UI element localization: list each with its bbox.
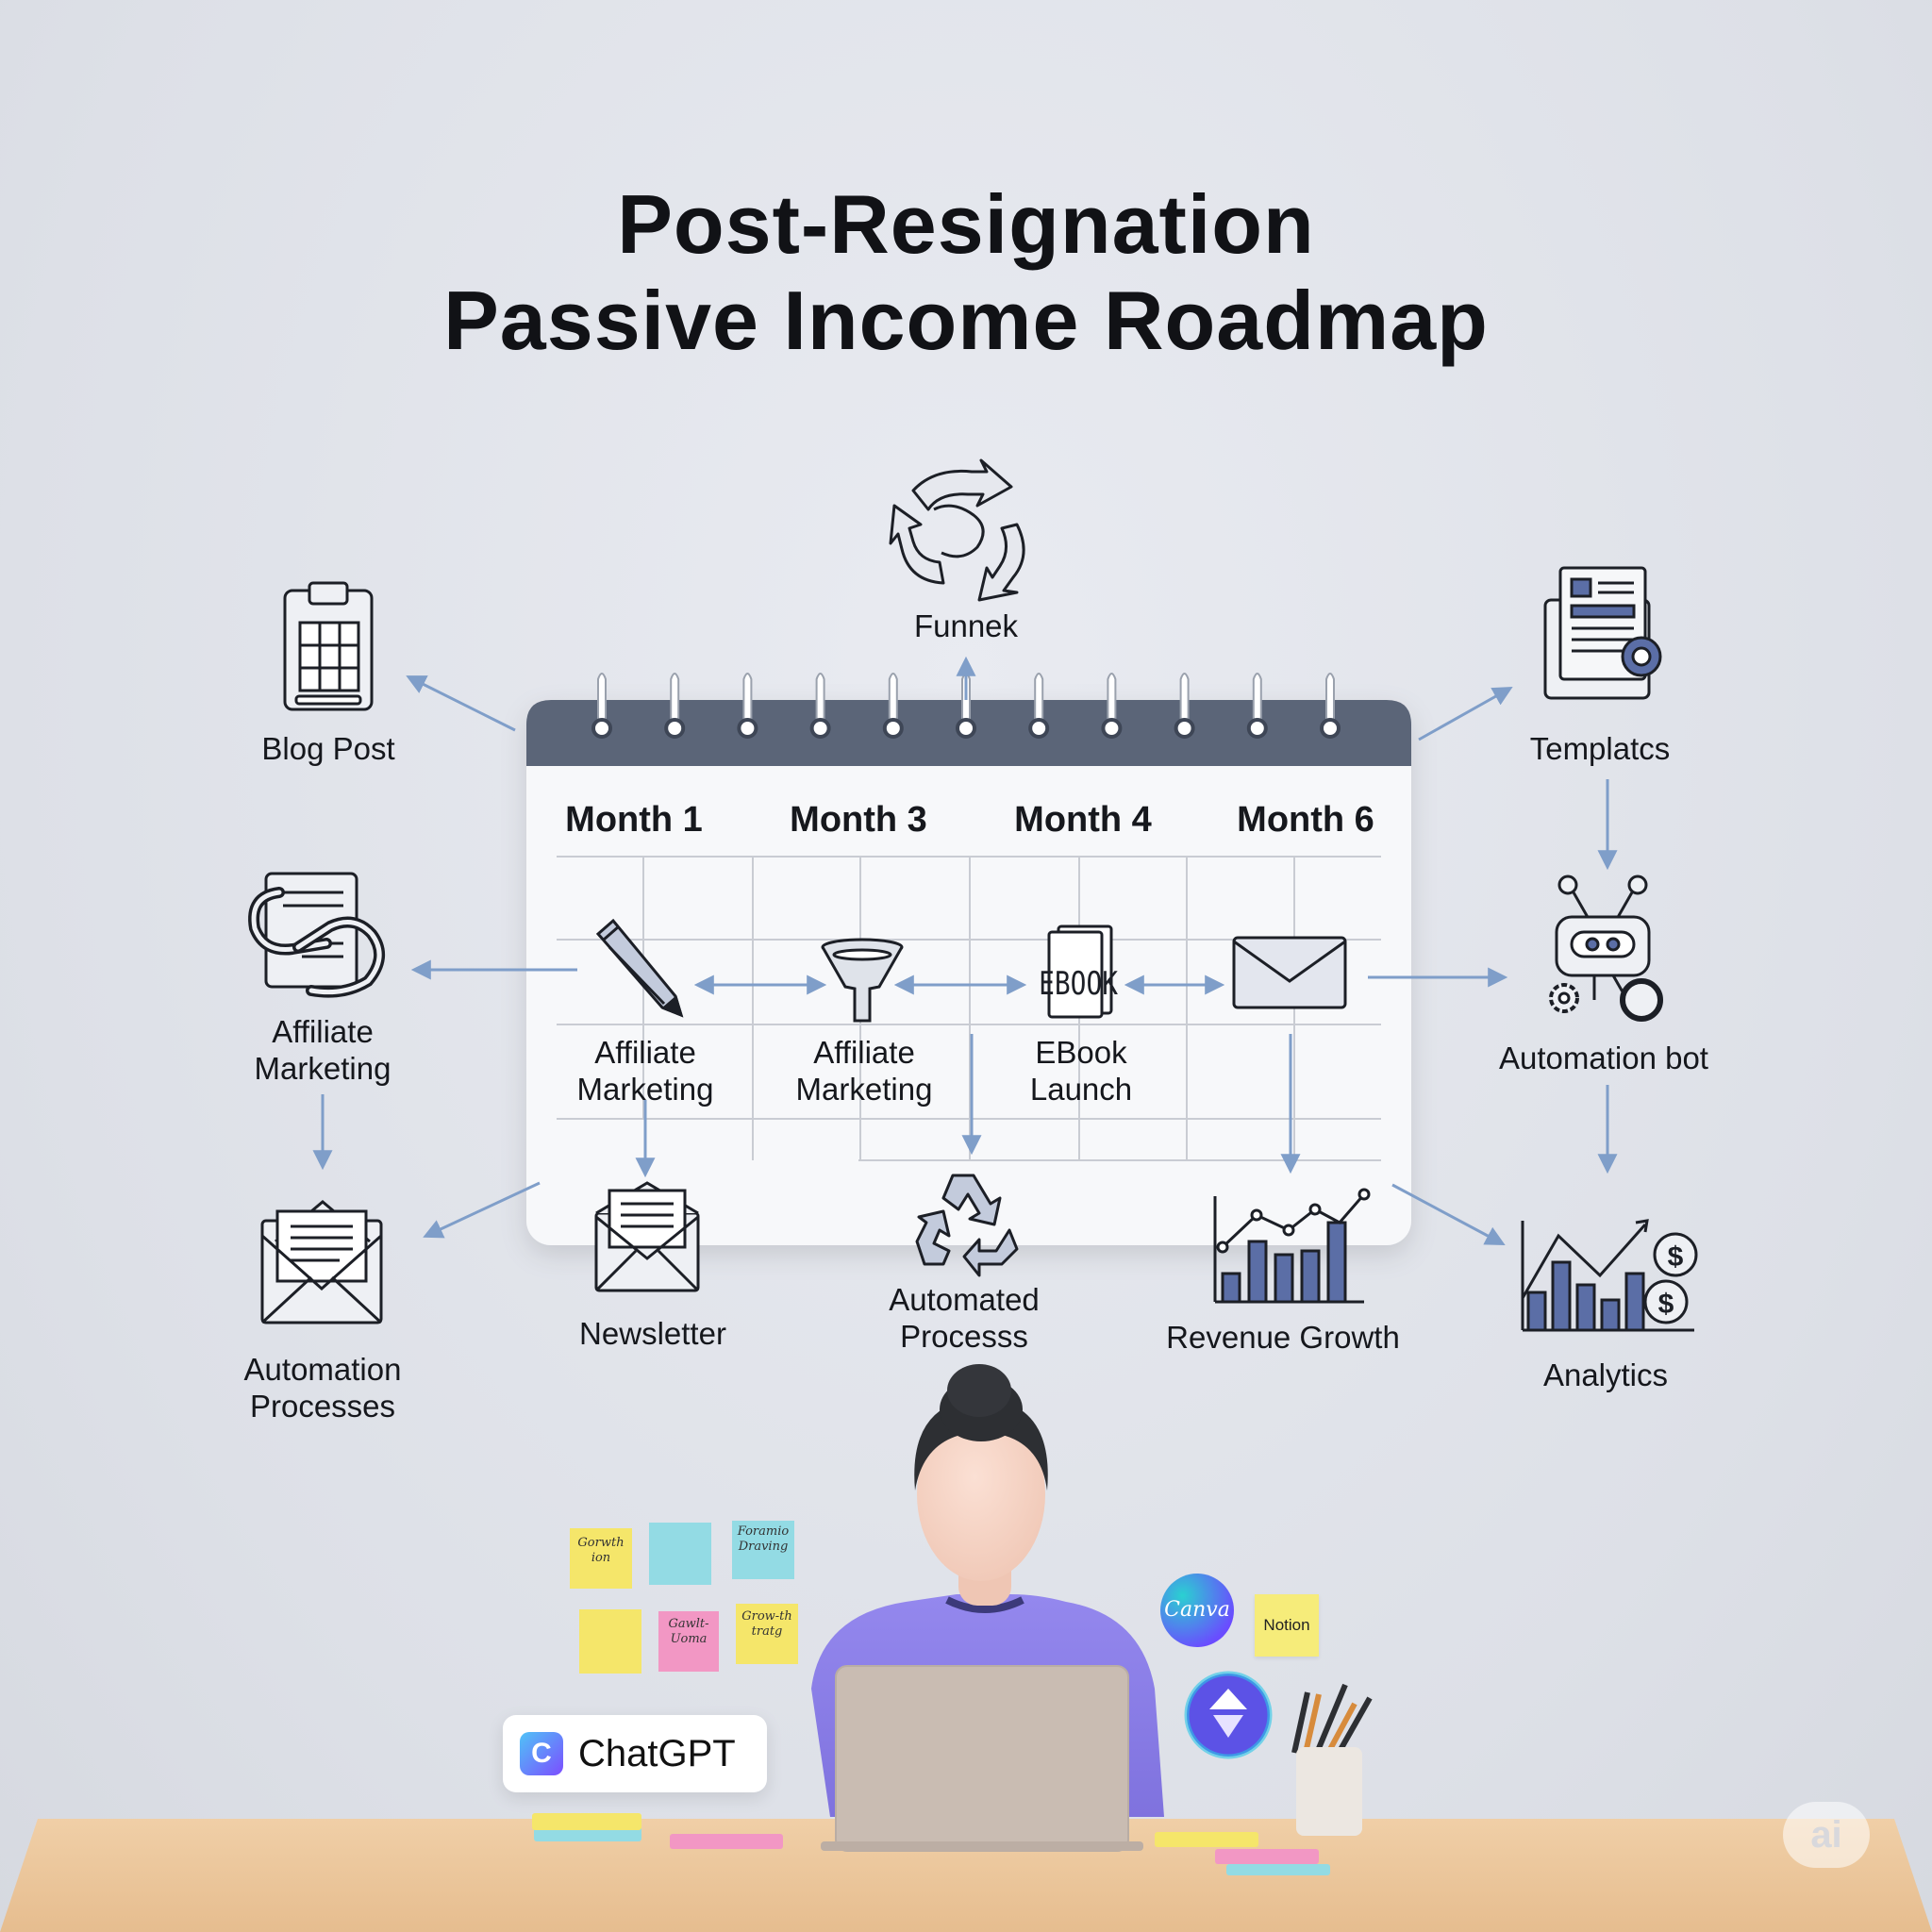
sticky-note-board [570,1521,798,1674]
watermark-badge: ai [1783,1802,1870,1868]
funnel-icon [821,938,904,1023]
arrow-to-automation-processes [423,1181,541,1239]
chatgpt-label: ChatGPT [578,1733,736,1774]
arrow-to-analytics [1391,1183,1506,1245]
recycle-arrows-icon [889,458,1025,602]
ebook-icon: EBOOK [1039,924,1118,1019]
bar-line-chart-icon [1213,1188,1371,1304]
calendar-ring [1107,673,1117,728]
chatgpt-logo-icon: C [520,1732,563,1775]
month-header-1: Month 1 [565,800,703,840]
automation-bot-label: Automation bot [1499,1041,1708,1075]
mail-letter-icon [260,1200,383,1324]
canva-logo-icon[interactable]: Canva [1160,1574,1234,1647]
analytics-label: Analytics [1542,1357,1669,1392]
recycle-icon [915,1174,1019,1277]
app-icon-tripoint [1184,1671,1273,1759]
calendar-ring [597,673,607,728]
calendar-ring [1179,673,1190,728]
calendar-ring [670,673,680,728]
pencil-cup [1291,1683,1373,1836]
calendar-ring-hole [882,718,904,739]
calendar-ring-hole [591,718,612,739]
robot-icon [1549,874,1663,1022]
ebook-icon-text: EBOOK [1039,965,1118,1002]
page-title-line2: Passive Income Roadmap [443,274,1489,367]
calendar-ring-hole [664,718,686,739]
calendar-ring-hole [737,718,758,739]
calendar-ring-hole [1028,718,1050,739]
laptop [821,1665,1143,1852]
calendar-ring-hole [956,718,976,739]
calendar-ring [1325,673,1335,728]
analytics-dollar-icon: $ $ [1521,1219,1698,1332]
document-template-icon [1543,566,1662,700]
calendar-rings [591,673,1341,739]
svg-text:$: $ [1668,1241,1684,1273]
notion-sticky[interactable]: Notion [1255,1594,1319,1657]
svg-text:$: $ [1658,1289,1674,1320]
envelope-icon [1232,936,1347,1009]
calendar-grid-icon [283,581,374,711]
calendar-ring-hole [1174,718,1195,739]
calendar-ring-hole [1320,718,1341,739]
revenue-growth-label: Revenue Growth [1166,1320,1400,1355]
blog-post-label: Blog Post [261,731,395,766]
calendar-ring-hole [1101,718,1123,739]
funnel-label: Funnek [913,608,1019,643]
calendar-ring-hole [1246,718,1268,739]
sticky-note-text: Gawlt-Uoma [668,1617,709,1646]
desk-sticky-pads [532,1813,1330,1875]
newsletter-label: Newsletter [579,1316,726,1351]
month-header-6: Month 6 [1237,800,1374,840]
calendar-ring [1252,673,1262,728]
month-header-3: Month 3 [790,800,927,840]
templates-label: Templatcs [1529,731,1671,766]
pencil-icon [595,918,684,1018]
page-title-line1: Post-Resignation [617,177,1315,271]
connector-arrows [312,656,1618,1245]
calendar-ring [742,673,753,728]
chatgpt-badge[interactable]: C ChatGPT [503,1715,767,1792]
calendar-ring [1034,673,1044,728]
calendar-ring [815,673,825,728]
desk [0,1819,1932,1932]
arrow-to-blog-post [406,675,516,732]
chain-link-icon [248,872,385,998]
arrow-to-templates [1418,686,1513,741]
calendar-ring-hole [809,718,831,739]
open-envelope-icon [594,1181,700,1292]
calendar-ring [888,673,898,728]
month-header-4: Month 4 [1014,800,1152,840]
